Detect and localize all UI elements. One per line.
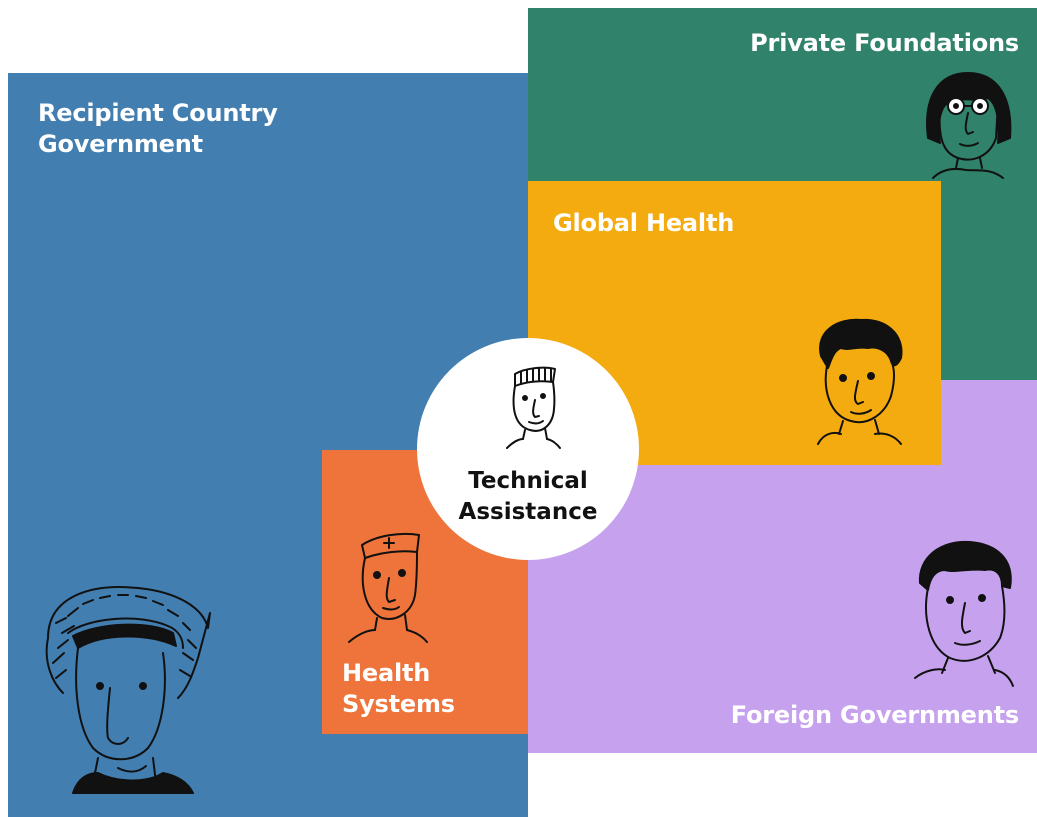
technical-assistance-label: Technical Assistance	[458, 468, 598, 525]
person-striped-cap-icon	[506, 366, 561, 449]
recipient-government-label: Recipient Country Government	[38, 99, 278, 158]
person-curly-hair-icon	[817, 318, 903, 445]
health-systems-label: Health Systems	[342, 659, 455, 718]
person-woven-hat-icon	[45, 586, 211, 794]
technical-assistance-circle: Technical Assistance	[417, 338, 639, 560]
global-health-label: Global Health	[553, 209, 735, 237]
person-nurse-cap-icon	[348, 532, 428, 643]
private-foundations-label: Private Foundations	[750, 29, 1019, 57]
foreign-governments-label: Foreign Governments	[730, 701, 1019, 729]
person-wavy-hair-icon	[914, 540, 1014, 687]
person-glasses-icon	[926, 72, 1012, 179]
